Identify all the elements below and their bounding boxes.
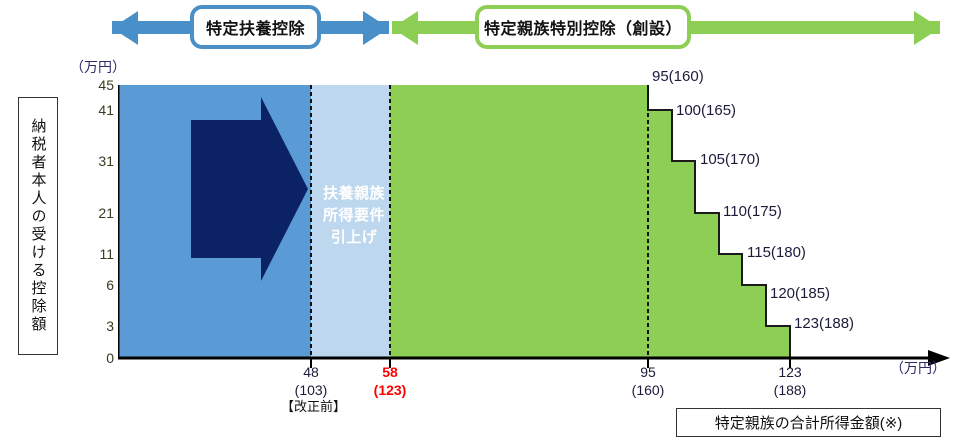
x-tick-58: 58 (123)	[360, 364, 420, 399]
range-label-tokutei-fuyo: 特定扶養控除	[190, 5, 321, 49]
step-label-95: 95(160)	[652, 68, 704, 85]
y-tick-0: 0	[106, 350, 114, 366]
x-axis-unit-label: （万円）	[890, 360, 946, 376]
y-tick-41: 41	[98, 102, 114, 118]
y-axis-unit-label: （万円）	[70, 59, 126, 75]
step-label-123: 123(188)	[794, 315, 855, 332]
navy-line-1: 扶養親族	[322, 185, 385, 202]
x-axis-arrow-head-icon	[928, 350, 950, 366]
range-label-tokutei-shinzoku: 特定親族特別控除（創設）	[475, 5, 691, 49]
x-tick-123-paren: (188)	[773, 381, 807, 398]
y-tick-21: 21	[98, 205, 114, 221]
x-axis-caption-box: 特定親族の合計所得金額(※)	[676, 408, 941, 437]
x-tick-48: 48 (103) 【改正前】	[281, 364, 347, 415]
step-label-120: 120(185)	[770, 285, 831, 302]
x-tick-58-paren: (123)	[373, 381, 407, 398]
step-label-105: 105(170)	[700, 151, 761, 168]
chart-plot-area	[118, 85, 950, 368]
navy-line-2: 所得要件	[322, 206, 385, 224]
x-tick-95-value: 95	[640, 364, 656, 380]
x-tick-123: 123 (188)	[760, 364, 820, 399]
navy-block-arrow-icon	[191, 97, 308, 281]
step-label-100: 100(165)	[676, 102, 737, 119]
y-tick-31: 31	[98, 153, 114, 169]
range-arrow-tokutei-fuyo: 特定扶養控除	[112, 5, 389, 51]
x-tick-123-value: 123	[778, 364, 802, 380]
y-tick-45: 45	[98, 77, 114, 93]
navy-line-3: 引上げ	[330, 228, 378, 246]
y-axis-tick-labels: 45 41 31 21 11 6 3 0	[82, 0, 114, 440]
y-axis-caption-box: 納税者本人の受ける控除額	[18, 97, 58, 355]
y-tick-11: 11	[99, 246, 114, 262]
arrow-head-right-icon	[914, 11, 940, 45]
x-tick-48-paren: (103)	[294, 381, 328, 398]
step-label-110: 110(175)	[723, 203, 782, 220]
x-tick-48-note: 【改正前】	[281, 399, 347, 414]
step-label-115: 115(180)	[747, 244, 806, 261]
range-arrow-tokutei-shinzoku: 特定親族特別控除（創設）	[392, 5, 940, 51]
y-tick-6: 6	[106, 277, 114, 293]
arrow-head-right-icon	[363, 11, 389, 45]
x-tick-48-value: 48	[303, 364, 319, 380]
block-tokutei-shinzoku-steps	[390, 85, 790, 358]
requirement-raise-arrow-text: 扶養親族 所得要件 引上げ	[311, 183, 397, 248]
block-requirement-raise	[311, 85, 390, 358]
step-outline	[647, 85, 791, 358]
y-tick-3: 3	[106, 318, 114, 334]
x-tick-95-paren: (160)	[631, 381, 665, 398]
x-tick-95: 95 (160)	[618, 364, 678, 399]
x-axis-caption-text: 特定親族の合計所得金額(※)	[714, 415, 903, 432]
y-axis-caption-text: 納税者本人の受ける控除額	[29, 118, 47, 334]
x-tick-58-value: 58	[382, 364, 398, 380]
